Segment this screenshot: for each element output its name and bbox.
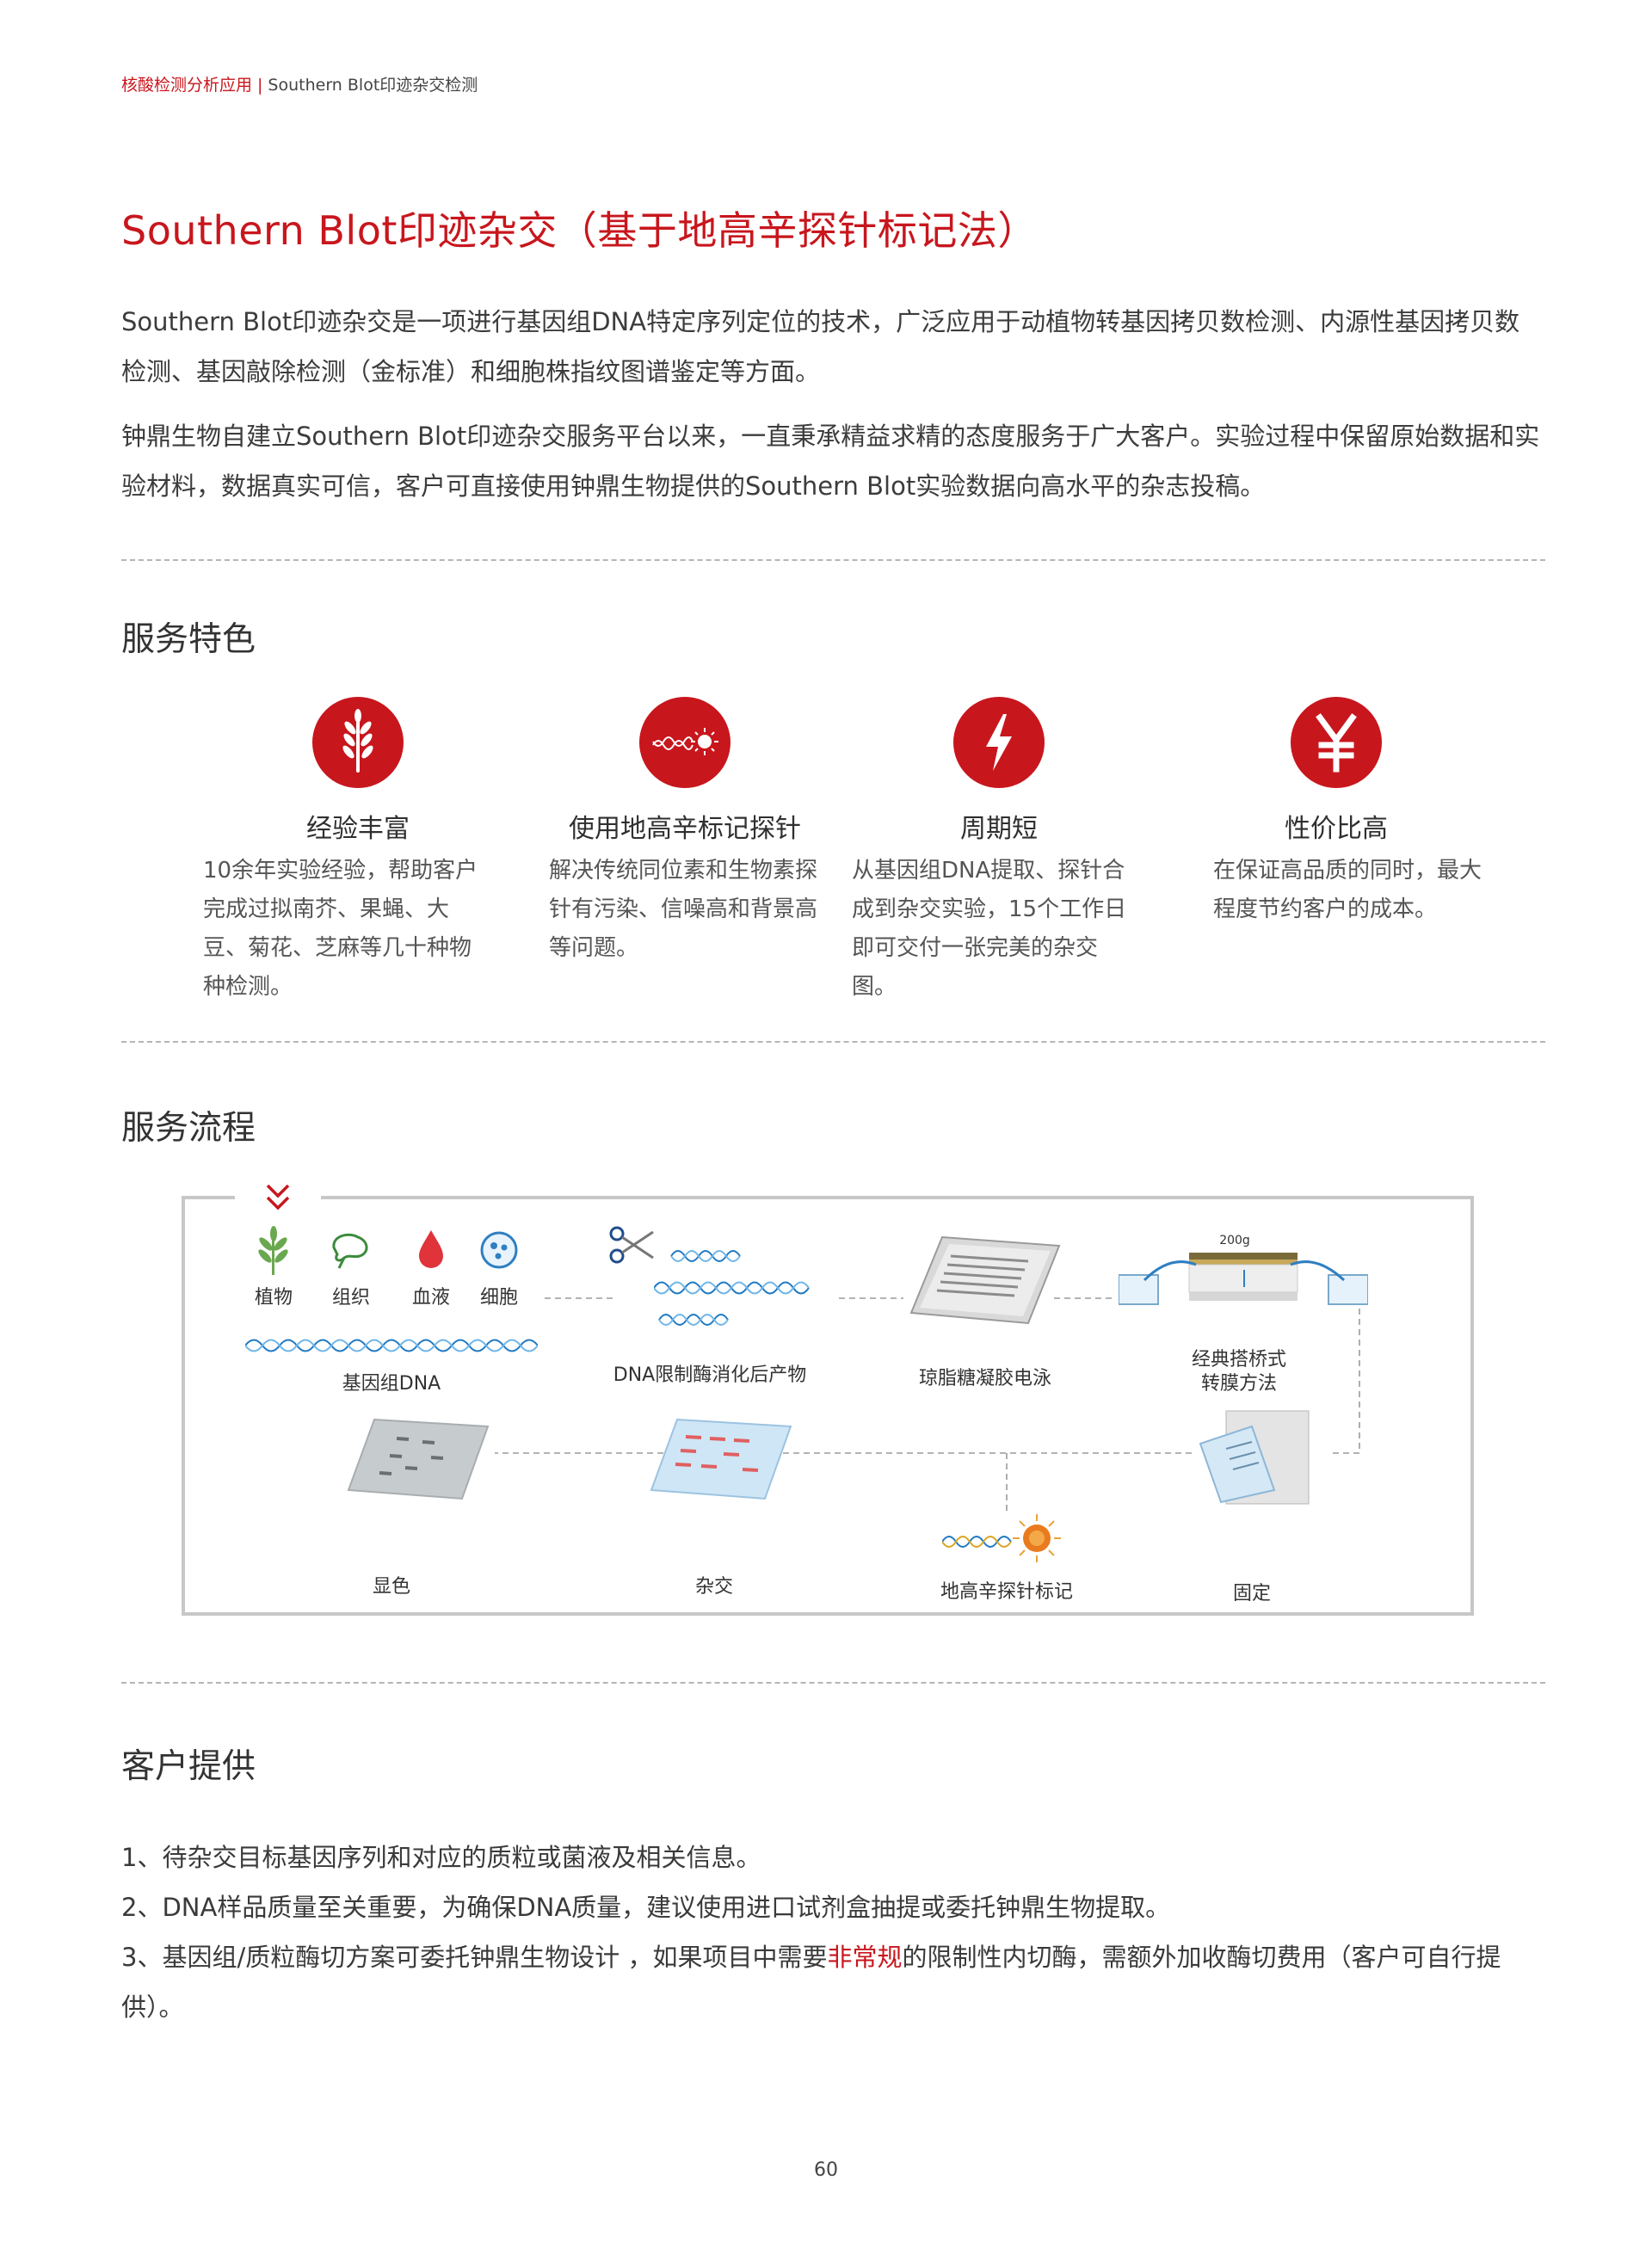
- page-title: Southern Blot印迹杂交（基于地高辛探针标记法）: [121, 207, 1038, 254]
- genomic-dna-icon: [245, 1339, 538, 1352]
- highlight-nonstandard: 非常规: [827, 1943, 903, 1972]
- breadcrumb-section: 核酸检测分析应用: [121, 76, 253, 95]
- feature-title: 性价比高: [1285, 814, 1388, 844]
- step-label-genomic-dna: 基因组DNA: [342, 1373, 441, 1395]
- feature-title: 使用地高辛标记探针: [569, 814, 801, 844]
- section-divider: [121, 1682, 1545, 1684]
- dna-fragments-icon: [654, 1250, 810, 1326]
- wheat-icon: [312, 697, 404, 788]
- probe-icon: [639, 697, 730, 788]
- membrane-fix-icon: [1199, 1410, 1310, 1505]
- process-diagram: 植物 组织 血液 细胞 基因组DNA DNA限制酶消化后产物: [182, 1184, 1474, 1616]
- customer-item-1: 1、待杂交目标基因序列和对应的质粒或菌液及相关信息。: [121, 1843, 761, 1872]
- step-label-hybridize: 杂交: [694, 1576, 733, 1598]
- step-label-digest: DNA限制酶消化后产物: [613, 1364, 807, 1386]
- customer-heading: 客户提供: [121, 1747, 256, 1786]
- step-label-probe: 地高辛探针标记: [940, 1581, 1073, 1603]
- step-label-transfer-2: 转膜方法: [1200, 1373, 1277, 1395]
- step-label-develop: 显色: [372, 1576, 410, 1598]
- section-divider: [121, 559, 1545, 561]
- breadcrumb-separator: |: [257, 76, 263, 95]
- develop-icon: [347, 1418, 490, 1500]
- feature-description: 10余年实验经验，帮助客户完成过拟南芥、果蝇、大豆、菊花、芝麻等几十种物种检测。: [203, 858, 478, 1000]
- customer-item-2: 2、DNA样品质量至关重要，为确保DNA质量，建议使用进口试剂盒抽提或委托钟鼎生…: [121, 1893, 1171, 1922]
- step-label-transfer-1: 经典搭桥式: [1191, 1349, 1286, 1370]
- step-label-electrophoresis: 琼脂糖凝胶电泳: [918, 1368, 1051, 1389]
- breadcrumb-topic: Southern Blot印迹杂交检测: [268, 76, 478, 95]
- page-number: 60: [814, 2159, 838, 2181]
- blood-drop-icon: [419, 1230, 443, 1268]
- step-label-fix: 固定: [1232, 1583, 1271, 1605]
- sample-label-plant: 植物: [254, 1287, 293, 1309]
- feature-description: 在保证高品质的同时，最大程度节约客户的成本。: [1213, 858, 1482, 922]
- chevron-notch: [235, 1194, 321, 1203]
- hybridization-icon: [650, 1418, 792, 1500]
- customer-item-3: 3、基因组/质粒酶切方案可委托钟鼎生物设计 ，如果项目中需要非常规的限制性内切酶…: [121, 1932, 1541, 2032]
- sample-label-tissue: 组织: [331, 1287, 370, 1309]
- intro-paragraph-2: 钟鼎生物自建立Southern Blot印迹杂交服务平台以来，一直秉承精益求精的…: [121, 422, 1540, 501]
- tissue-icon: [332, 1233, 368, 1269]
- process-heading: 服务流程: [121, 1109, 256, 1148]
- feature-title: 经验丰富: [306, 814, 410, 844]
- section-divider: [121, 1041, 1545, 1043]
- transfer-apparatus-icon: [1119, 1253, 1368, 1305]
- chevron-down-icon: [266, 1184, 290, 1210]
- weight-label: 200g: [1219, 1234, 1250, 1247]
- lightning-icon: [953, 697, 1045, 788]
- feature-title: 周期短: [960, 814, 1038, 844]
- features-heading: 服务特色: [121, 620, 256, 659]
- customer-item-3-pre: 3、基因组/质粒酶切方案可委托钟鼎生物设计 ，如果项目中需要: [121, 1943, 828, 1972]
- flow-connectors: [495, 1297, 1360, 1513]
- sample-label-cell: 细胞: [479, 1287, 518, 1309]
- customer-item-3-post: 的限制性内切酶，需额外加收酶切费用（客户可自行提供）。: [121, 1943, 1501, 2022]
- feature-description: 解决传统同位素和生物素探针有污染、信噪高和背景高等问题。: [549, 858, 818, 961]
- scissors-icon: [609, 1226, 654, 1264]
- cell-icon: [480, 1231, 518, 1269]
- breadcrumb: 核酸检测分析应用| Southern Blot印迹杂交检测: [121, 72, 478, 95]
- dig-probe-icon: [942, 1514, 1061, 1562]
- sample-label-blood: 血液: [411, 1287, 450, 1309]
- feature-short-cycle: 周期短: [857, 697, 1141, 845]
- yen-icon: [1291, 697, 1382, 788]
- gel-icon: [909, 1235, 1061, 1325]
- feature-experience: 经验丰富: [216, 697, 500, 845]
- plant-icon: [258, 1226, 288, 1275]
- feature-description: 从基因组DNA提取、探针合成到杂交实验，15个工作日即可交付一张完美的杂交图。: [852, 858, 1127, 1000]
- feature-cost-effective: 性价比高: [1194, 697, 1478, 845]
- intro-paragraph-1: Southern Blot印迹杂交是一项进行基因组DNA特定序列定位的技术，广泛…: [121, 307, 1520, 386]
- feature-probe: 使用地高辛标记探针: [543, 697, 827, 845]
